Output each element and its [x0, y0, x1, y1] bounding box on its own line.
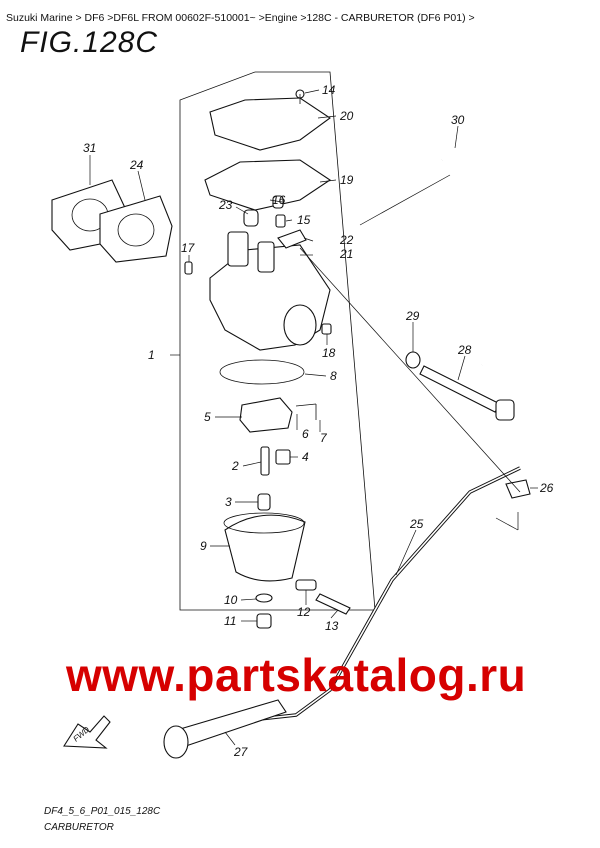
callout-6: 6	[302, 427, 309, 441]
callout-3: 3	[225, 495, 232, 509]
callout-19: 19	[340, 173, 354, 187]
part-19-gasket[interactable]	[204, 159, 331, 211]
part-11-drain-screw[interactable]	[256, 613, 272, 629]
part-5-float[interactable]	[239, 397, 293, 433]
part-13-screw[interactable]	[315, 593, 351, 615]
callout-10: 10	[224, 593, 238, 607]
carburetor-choke	[257, 241, 275, 273]
part-3-jet[interactable]	[257, 493, 271, 511]
part-10-washer[interactable]	[255, 593, 273, 603]
callout-20: 20	[339, 109, 354, 123]
callout-22: 22	[339, 233, 354, 247]
part-22-screw[interactable]	[277, 229, 307, 249]
callout-25: 25	[409, 517, 424, 531]
part-23[interactable]	[243, 209, 259, 227]
callout-13: 13	[325, 619, 339, 633]
watermark-text: www.partskatalog.ru	[66, 649, 527, 701]
callout-31: 31	[83, 141, 96, 155]
callout-8: 8	[330, 369, 337, 383]
callout-26: 26	[539, 481, 554, 495]
assembly-frame	[179, 71, 376, 611]
callout-9: 9	[200, 539, 207, 553]
part-26-clip[interactable]	[505, 479, 531, 499]
part-29-washer[interactable]	[405, 351, 421, 369]
part-18[interactable]	[321, 323, 332, 335]
carburetor-bore	[283, 304, 317, 346]
callout-23: 23	[218, 198, 233, 212]
callout-18: 18	[322, 346, 336, 360]
callout-1: 1	[148, 348, 155, 362]
part-27-knob-end	[163, 725, 189, 759]
callout-5: 5	[204, 410, 211, 424]
callout-27: 27	[233, 745, 249, 759]
part-16[interactable]	[272, 195, 284, 209]
part-9-float-bowl[interactable]	[224, 514, 306, 582]
callout-7: 7	[320, 431, 328, 445]
callout-24: 24	[129, 158, 144, 172]
part-8-o-ring[interactable]	[219, 359, 305, 385]
callout-12: 12	[297, 605, 311, 619]
part-28-bolt[interactable]	[419, 365, 501, 413]
callout-4: 4	[302, 450, 309, 464]
carburetor-top	[227, 231, 249, 267]
callout-16: 16	[272, 193, 286, 207]
callout-11: 11	[224, 614, 236, 628]
part-20-plate[interactable]	[209, 97, 331, 151]
part-2-jet[interactable]	[260, 446, 270, 476]
part-15[interactable]	[275, 214, 286, 228]
callout-17: 17	[181, 241, 196, 255]
callout-30: 30	[451, 113, 465, 127]
callout-21: 21	[339, 247, 353, 261]
breadcrumb[interactable]: Suzuki Marine > DF6 >DF6L FROM 00602F-51…	[6, 12, 475, 24]
part-17[interactable]	[184, 261, 193, 275]
part-12-spring[interactable]	[295, 579, 317, 591]
part-24-insulator[interactable]	[99, 195, 173, 263]
callout-28: 28	[457, 343, 472, 357]
fwd-arrow-icon	[63, 715, 111, 749]
figure-title: FIG.128C	[20, 26, 159, 59]
callout-29: 29	[405, 309, 420, 323]
callout-2: 2	[231, 459, 239, 473]
part-4-jet[interactable]	[275, 449, 291, 465]
callout-15: 15	[297, 213, 311, 227]
part-28-bolt-head	[495, 399, 515, 421]
figure-code: DF4_5_6_P01_015_128C	[44, 806, 161, 817]
figure-name: CARBURETOR	[44, 822, 114, 833]
callout-14: 14	[322, 83, 336, 97]
